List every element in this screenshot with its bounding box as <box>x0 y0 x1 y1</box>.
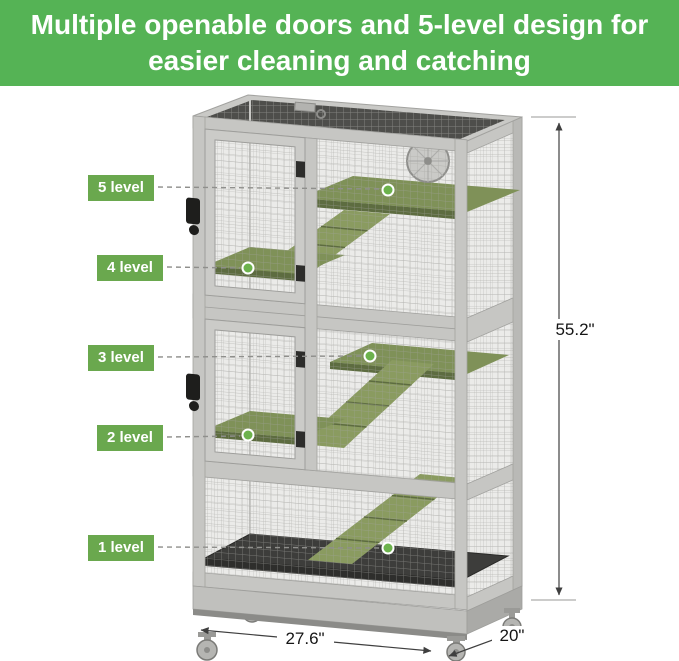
level-label-5: 5 level <box>88 175 154 201</box>
height-dimension-value: 55.2" <box>555 320 594 339</box>
upper-door <box>204 128 306 305</box>
level-label-2: 2 level <box>97 425 163 451</box>
leader-line-2 <box>166 435 241 438</box>
caster-front-right <box>446 636 466 661</box>
lower-door <box>204 318 306 471</box>
level-marker-2 <box>241 428 255 442</box>
lower-door-hinge-top <box>296 350 305 368</box>
banner-line-2: easier cleaning and catching <box>148 45 531 76</box>
caster-front-left <box>196 632 218 661</box>
leader-line-1 <box>157 546 381 549</box>
lower-door-hinge-bottom <box>296 430 305 448</box>
upper-door-latch <box>186 197 200 236</box>
banner: Multiple openable doors and 5-level desi… <box>0 0 679 86</box>
level-marker-3 <box>363 349 377 363</box>
leader-line-3 <box>157 355 363 358</box>
leader-line-4 <box>166 266 241 269</box>
depth-dimension-value: 20" <box>500 626 525 645</box>
level-leader-lines <box>157 186 381 549</box>
leader-line-5 <box>157 186 381 190</box>
level-marker-5 <box>381 183 395 197</box>
upper-door-hinge-top <box>296 160 305 178</box>
top-lid-latch <box>294 101 326 119</box>
level-marker-1 <box>381 541 395 555</box>
cage-front-frame <box>186 115 468 611</box>
upper-door-hinge-bottom <box>296 264 305 282</box>
banner-line-1: Multiple openable doors and 5-level desi… <box>30 9 649 40</box>
dimension-annotations: 55.2" 27.6" 20" <box>200 116 604 657</box>
level-markers <box>241 183 395 555</box>
cage-side-panel <box>466 116 523 612</box>
level-marker-4 <box>241 261 255 275</box>
level-label-4: 4 level <box>97 255 163 281</box>
width-dimension-value: 27.6" <box>285 629 324 648</box>
lower-door-latch <box>186 373 200 412</box>
level-label-1: 1 level <box>88 535 154 561</box>
level-label-3: 3 level <box>88 345 154 371</box>
